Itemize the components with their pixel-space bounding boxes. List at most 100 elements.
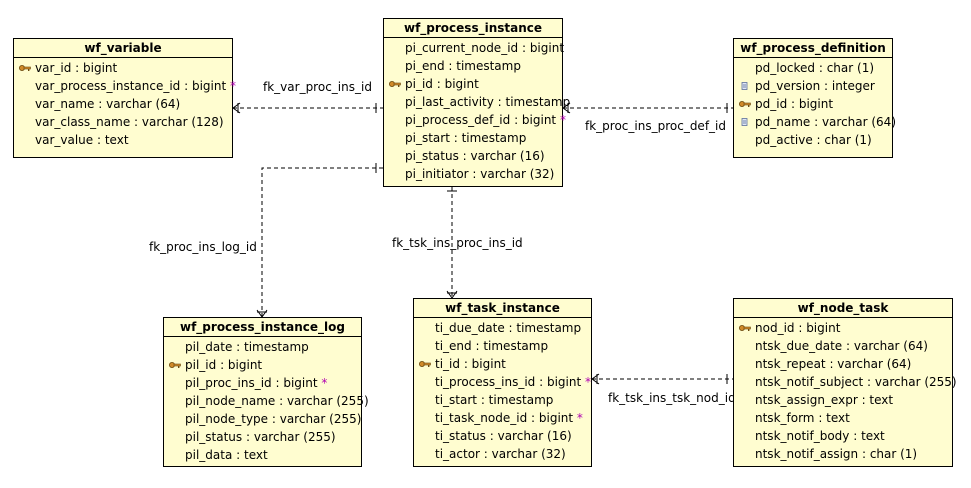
relationship-fk-tsk-ins-tsk-nod-id[interactable] <box>591 373 733 385</box>
column-type: timestamp <box>461 131 527 145</box>
column-row[interactable]: ti_id : bigint <box>414 355 591 373</box>
column-name: pil_date <box>185 340 233 354</box>
type-separator: : <box>814 411 827 425</box>
column-type: text <box>826 411 850 425</box>
column-row[interactable]: var_class_name : varchar (128) <box>14 113 232 131</box>
column-row[interactable]: nod_id : bigint <box>734 319 952 337</box>
column-row[interactable]: ti_status : varchar (16) <box>414 427 591 445</box>
column-name: ntsk_notif_assign <box>755 447 859 461</box>
column-row[interactable]: pi_id : bigint <box>384 75 562 93</box>
column-name: ti_end <box>435 339 472 353</box>
column-row[interactable]: ti_due_date : timestamp <box>414 319 591 337</box>
column-row[interactable]: pi_end : timestamp <box>384 57 562 75</box>
column-row[interactable]: var_id : bigint <box>14 59 232 77</box>
column-row[interactable]: pd_locked : char (1) <box>734 59 892 77</box>
key-icon <box>739 101 751 107</box>
column-type: bigint <box>444 77 479 91</box>
column-name: pi_last_activity <box>405 95 494 109</box>
column-row[interactable]: pi_process_def_id : bigint * <box>384 111 566 129</box>
column-row[interactable]: pi_initiator : varchar (32) <box>384 165 562 183</box>
column-type: varchar (32) <box>480 167 555 181</box>
type-separator: : <box>232 340 245 354</box>
column-row[interactable]: ntsk_form : text <box>734 409 952 427</box>
column-row[interactable]: pil_date : timestamp <box>164 338 361 356</box>
column-row[interactable]: pd_id : bigint <box>734 95 892 113</box>
column-type: text <box>861 429 885 443</box>
column-row[interactable]: pd_name : varchar (64) <box>734 113 896 131</box>
column-row[interactable]: ntsk_assign_expr : text <box>734 391 952 409</box>
column-row[interactable]: ntsk_notif_subject : varchar (255) <box>734 373 957 391</box>
column-row[interactable]: ti_actor : varchar (32) <box>414 445 591 463</box>
column-row[interactable]: pil_status : varchar (255) <box>164 428 361 446</box>
column-name: ti_process_ins_id <box>435 375 536 389</box>
foreign-key-marker: * <box>226 79 237 93</box>
column-row[interactable]: var_process_instance_id : bigint * <box>14 77 236 95</box>
column-type: varchar (64) <box>106 97 181 111</box>
column-row[interactable]: pi_status : varchar (16) <box>384 147 562 165</box>
relationship-fk-proc-ins-proc-def-id[interactable] <box>562 102 733 114</box>
column-row[interactable]: var_name : varchar (64) <box>14 95 232 113</box>
foreign-key-marker: * <box>573 411 583 425</box>
column-type: bigint <box>521 113 557 127</box>
column-name: ntsk_notif_subject <box>755 375 864 389</box>
entity-title: wf_task_instance <box>414 299 591 318</box>
column-row[interactable]: ntsk_due_date : varchar (64) <box>734 337 952 355</box>
column-row[interactable]: ntsk_notif_assign : char (1) <box>734 445 952 463</box>
column-row[interactable]: pil_node_name : varchar (255) <box>164 392 369 410</box>
type-separator: : <box>432 77 445 91</box>
type-separator: : <box>504 321 517 335</box>
column-row[interactable]: pil_node_type : varchar (255) <box>164 410 361 428</box>
column-row[interactable]: ntsk_notif_body : text <box>734 427 952 445</box>
column-type: varchar (255) <box>279 412 362 426</box>
column-name: ntsk_form <box>755 411 815 425</box>
column-row[interactable]: ti_start : timestamp <box>414 391 591 409</box>
column-row[interactable]: ti_end : timestamp <box>414 337 591 355</box>
relationship-fk-proc-ins-log-id[interactable] <box>256 163 383 318</box>
column-name: pi_current_node_id <box>405 41 519 55</box>
type-separator: : <box>535 375 547 389</box>
column-type: bigint <box>798 97 834 111</box>
type-separator: : <box>130 115 142 129</box>
column-row[interactable]: pi_last_activity : timestamp <box>384 93 570 111</box>
column-row[interactable]: pil_proc_ins_id : bigint * <box>164 374 361 392</box>
type-separator: : <box>477 393 489 407</box>
column-row[interactable]: pd_active : char (1) <box>734 131 892 149</box>
column-type: timestamp <box>244 340 309 354</box>
column-row[interactable]: pi_start : timestamp <box>384 129 562 147</box>
type-separator: : <box>527 411 539 425</box>
type-separator: : <box>458 149 471 163</box>
relationship-fk-tsk-ins-proc-ins-id[interactable] <box>446 187 458 299</box>
column-row[interactable]: ti_process_ins_id : bigint * <box>414 373 591 391</box>
column-name: pd_name <box>755 115 811 129</box>
relationship-label: fk_tsk_ins_proc_ins_id <box>392 236 523 250</box>
column-type: bigint <box>546 375 582 389</box>
column-name: var_value <box>35 133 94 147</box>
entity-title: wf_process_definition <box>734 39 892 58</box>
column-row[interactable]: var_value : text <box>14 131 232 149</box>
relationship-fk-var-proc-ins-id[interactable] <box>232 102 383 114</box>
column-row[interactable]: pil_id : bigint <box>164 356 361 374</box>
column-row[interactable]: pi_current_node_id : bigint <box>384 39 564 57</box>
column-type: varchar (32) <box>491 447 566 461</box>
column-name: ntsk_due_date <box>755 339 843 353</box>
type-separator: : <box>449 131 462 145</box>
column-row[interactable]: pd_version : integer <box>734 77 892 95</box>
type-separator: : <box>275 394 287 408</box>
column-row[interactable]: pil_data : text <box>164 446 361 464</box>
column-type: char (1) <box>826 61 875 75</box>
type-separator: : <box>842 339 854 353</box>
column-name: var_process_instance_id <box>35 79 181 93</box>
column-type: varchar (16) <box>497 429 572 443</box>
type-separator: : <box>71 61 84 75</box>
column-row[interactable]: ntsk_repeat : varchar (64) <box>734 355 952 373</box>
relationship-label: fk_tsk_ins_tsk_nod_id <box>608 391 736 405</box>
column-type: bigint <box>283 376 318 390</box>
column-row[interactable]: ti_task_node_id : bigint * <box>414 409 591 427</box>
column-type: varchar (255) <box>874 375 957 389</box>
